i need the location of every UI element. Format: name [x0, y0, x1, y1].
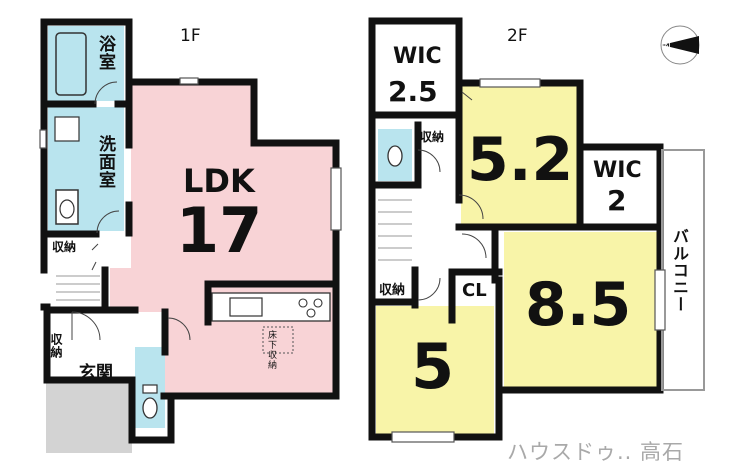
wic-b-label: WIC [593, 158, 642, 183]
entrance-label: 玄関 [79, 363, 113, 383]
bath-label: 浴室 [95, 35, 115, 71]
balcony-label: バルコニー [670, 228, 689, 313]
wic-a-fill [374, 24, 456, 112]
kitchen-sink [229, 297, 263, 317]
washroom-label: 洗面室 [95, 135, 115, 189]
washing-machine [54, 116, 80, 142]
washbasin [55, 189, 79, 225]
wic-b-size: 2 [607, 184, 627, 217]
wic-b-fill [580, 150, 656, 224]
room-a-fill [461, 85, 577, 224]
ldk-size: 17 [176, 194, 263, 267]
door-swings-2f [417, 91, 487, 301]
underfloor-storage-label: 床下収納 [266, 330, 276, 370]
stove-burner [306, 308, 316, 318]
floor-2-title: 2F [507, 26, 528, 46]
room-b-size: 8.5 [525, 270, 632, 340]
room-a-size: 5.2 [467, 125, 574, 195]
room-c-fill [376, 306, 494, 434]
storage-label-2f-b: 収納 [379, 283, 406, 298]
toilet-1f [142, 397, 158, 419]
stove-burner [298, 298, 308, 308]
toilet-1f-tank [142, 384, 158, 394]
floor-1-title: 1F [180, 26, 201, 46]
walls-1f [40, 18, 340, 444]
washbasin-bowl [59, 199, 75, 219]
stairs-1f [56, 275, 100, 301]
storage-label-2f-a: 収納 [420, 130, 445, 144]
entrance-step-fill [46, 383, 132, 453]
storage-label-1f-a: 収納 [52, 240, 77, 254]
toilet-2f [387, 145, 403, 167]
storage-label-1f-b: 収納 [49, 333, 63, 359]
closet-label: CL [462, 280, 487, 301]
door-swings-1f [71, 81, 191, 341]
windows-2f [391, 78, 666, 443]
compass-icon: N [660, 25, 700, 65]
bathtub [55, 32, 87, 96]
windows-1f [39, 77, 342, 231]
room-c-size: 5 [411, 330, 455, 403]
stairs-2f [378, 199, 412, 261]
wic-a-size: 2.5 [388, 75, 438, 108]
watermark: ハウスドゥ.. 高石 [507, 440, 685, 464]
svg-text:N: N [664, 42, 671, 52]
ldk-label: LDK [183, 162, 255, 200]
wic-a-label: WIC [393, 44, 442, 69]
stove-burner [313, 298, 323, 308]
room-b-fill [504, 232, 658, 388]
